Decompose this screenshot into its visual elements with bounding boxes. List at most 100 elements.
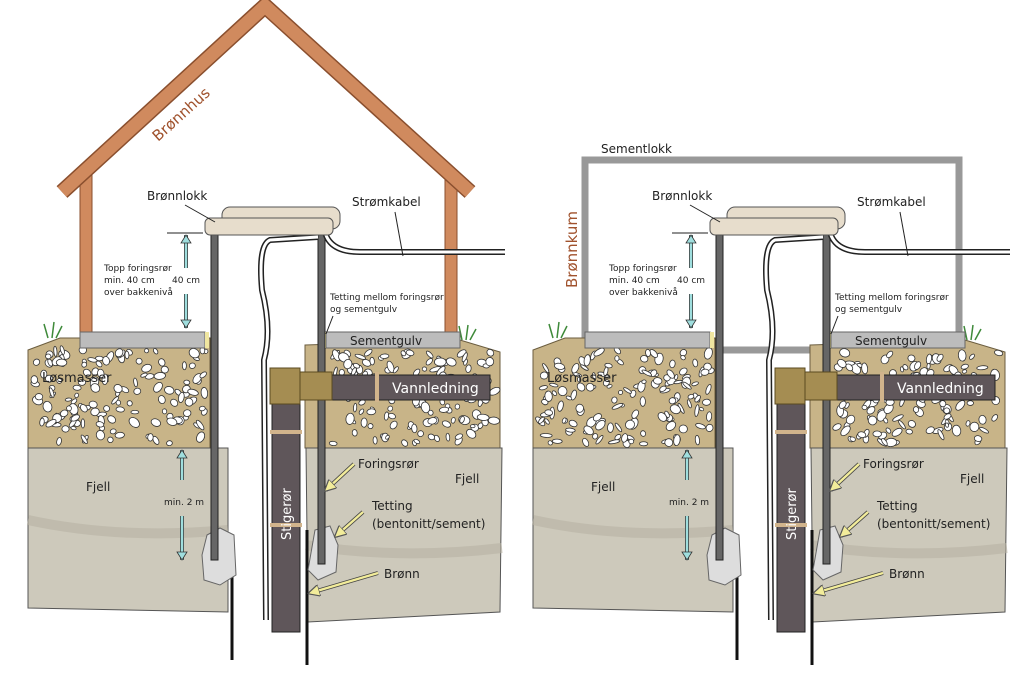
gravel-stone: [575, 403, 584, 413]
gravel-stone: [861, 362, 869, 375]
gravel-stone: [59, 345, 65, 355]
gravel-stone: [907, 420, 916, 428]
soil-label: Løsmasser: [547, 371, 617, 386]
gravel-stone: [150, 418, 162, 427]
height-label: 40 cm: [172, 276, 200, 286]
gravel-stone: [77, 379, 87, 386]
panel-wellhouse: BrønnhusSementgulvStigerørVannledningBrø…: [26, 0, 505, 665]
gravel-stone: [434, 357, 447, 367]
gravel-stone: [640, 355, 649, 363]
wall-left: [79, 171, 93, 335]
pitless-adapter-body: [804, 371, 838, 401]
floor-label: Sementgulv: [350, 334, 422, 348]
top-note-line: min. 40 cm: [104, 276, 155, 286]
gravel-stone: [360, 417, 368, 428]
depth-label: min. 2 m: [164, 498, 204, 508]
gravel-stone: [680, 355, 686, 361]
gravel-stone: [580, 364, 589, 371]
gravel-stone: [130, 409, 140, 415]
casing-label: Foringsrør: [358, 457, 419, 471]
gravel-stone: [892, 414, 904, 422]
gravel-stone: [602, 379, 610, 387]
gravel-stone: [861, 404, 868, 411]
gravel-stone: [937, 429, 945, 441]
gravel-stone: [102, 356, 110, 366]
top-note-line: Topp foringsrør: [608, 264, 677, 274]
gravel-stone: [147, 433, 154, 442]
gravel-stone: [691, 381, 699, 387]
riser-pipe: [271, 369, 301, 633]
gravel-stone: [945, 422, 949, 428]
gravel-stone: [957, 349, 967, 362]
gravel-stone: [486, 348, 495, 357]
gravel-stone: [845, 363, 854, 372]
roof-outline: [56, 0, 476, 198]
gravel-stone: [673, 434, 681, 447]
gravel-stone: [389, 420, 398, 430]
riser-clamp: [270, 523, 302, 527]
cable-label: Strømkabel: [352, 195, 421, 209]
gravel-stone: [354, 353, 366, 360]
gravel-stone: [973, 435, 983, 442]
gravel-stone: [401, 439, 409, 447]
gravel-stone: [625, 419, 635, 430]
gravel-stone: [476, 413, 490, 421]
gravel-stone: [465, 364, 472, 373]
gravel-stone: [166, 440, 173, 447]
gravel-stone: [839, 348, 851, 358]
gravel-stone: [364, 348, 373, 357]
seal-label: Tetting: [371, 499, 413, 513]
gravel-stone: [386, 360, 395, 373]
gravel-stone: [544, 409, 554, 416]
gravel-stone: [628, 438, 635, 445]
water-line: [319, 374, 491, 401]
gravel-stone: [849, 436, 856, 442]
gravel-stone: [705, 384, 712, 395]
gravel-stone: [81, 361, 88, 368]
casing-pointer: [831, 463, 860, 490]
depth-label: min. 2 m: [669, 498, 709, 508]
grass-icon: [458, 324, 477, 341]
gravel-stone: [547, 440, 553, 446]
pitless-adapter: [774, 367, 806, 405]
gravel-stone: [366, 408, 377, 416]
gravel-stone: [427, 417, 438, 425]
gravel-stone: [133, 377, 138, 388]
roof: [57, 0, 475, 197]
gravel-stone: [565, 427, 576, 433]
gravel-stone: [95, 430, 105, 441]
gravel-stone: [557, 386, 568, 397]
gravel-stone: [969, 353, 975, 360]
grass-icon: [963, 324, 982, 341]
gravel-stone: [891, 427, 903, 437]
gravel-stone: [195, 419, 205, 431]
gravel-stone: [144, 348, 150, 354]
gravel-stone: [82, 368, 92, 377]
gravel-stone: [153, 381, 163, 393]
water-line: [824, 374, 996, 401]
gravel-stone: [665, 421, 677, 431]
riser-clamp: [775, 523, 807, 527]
gravel-stone: [187, 388, 199, 396]
riser-pipe: [776, 369, 806, 633]
gravel-stone: [606, 384, 613, 389]
riser-clamp: [270, 430, 302, 434]
well-pointer: [815, 571, 884, 593]
enclosure-label: Brønnkum: [563, 211, 581, 288]
gravel-stone: [454, 433, 463, 440]
gravel-stone: [702, 398, 711, 406]
gravel-stone: [39, 417, 45, 427]
gravel-stone: [485, 357, 495, 367]
gravel-stone: [438, 406, 450, 413]
gravel-stone: [639, 441, 649, 447]
gravel-stone: [152, 435, 160, 445]
gravel-stone: [872, 430, 882, 438]
gravel-stone: [538, 385, 548, 391]
gravel-stone: [899, 366, 904, 373]
gravel-stone: [361, 359, 372, 367]
gravel-stone: [80, 418, 86, 429]
gravel-stone: [80, 434, 88, 445]
gravel-stone: [700, 368, 710, 376]
gravel-stone: [969, 421, 980, 432]
gravel-stone: [79, 404, 88, 413]
